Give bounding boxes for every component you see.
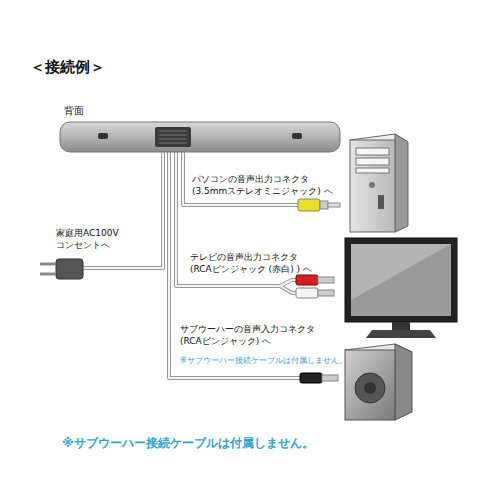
- speaker-bar: [60, 122, 340, 152]
- connection-note: テレビの音声出力コネクタ (RCAピンジャック (赤白) ) へ: [190, 252, 355, 275]
- television: [345, 238, 457, 338]
- part-label: 背面: [64, 104, 84, 117]
- pc-tower: [350, 134, 408, 232]
- ac-plug: [40, 259, 83, 279]
- connection-note: 家庭用AC100V コンセントへ: [56, 228, 136, 251]
- connection-note: サブウーハーの音声入力コネクタ (RCAピンジャック) へ: [180, 324, 340, 347]
- stereo-mini-plug: [298, 199, 340, 211]
- rca-plugs-red-white: [296, 275, 334, 298]
- caution-note: ※サブウーハー接続ケーブルは付属しません。: [62, 436, 314, 452]
- caution-note: ※サブウーハー接続ケーブルは付属しません。: [180, 356, 347, 366]
- rca-plug-black: [300, 373, 338, 383]
- diagram-title: ＜接続例＞: [30, 58, 105, 78]
- connection-note: パソコンの音声出力コネクタ (3.5mmステレオミニジャック) へ: [192, 174, 342, 197]
- subwoofer: [345, 344, 412, 420]
